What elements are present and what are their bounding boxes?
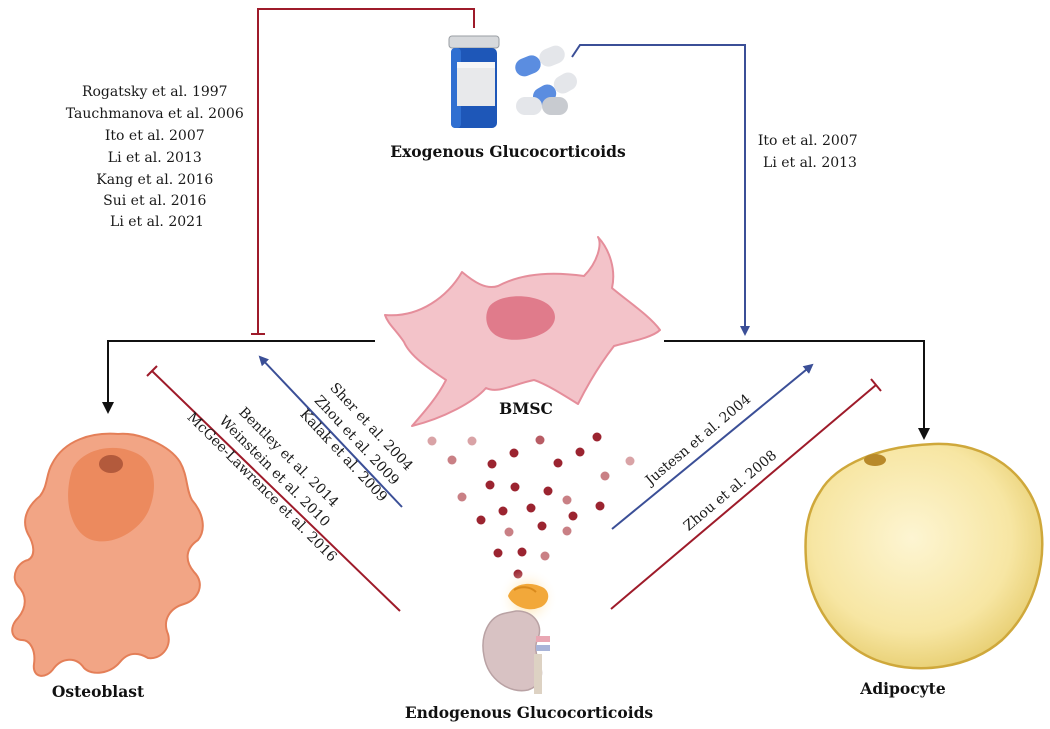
glucocorticoid-dot	[553, 458, 563, 468]
glucocorticoid-dot	[575, 447, 585, 457]
glucocorticoid-dot	[447, 455, 457, 465]
endo-promote-adipocyte-line	[611, 363, 814, 530]
glucocorticoid-dot	[517, 547, 527, 557]
endo-inhibit-osteoblast-line	[146, 365, 401, 612]
glucocorticoid-dot	[526, 503, 536, 513]
glucocorticoid-dot	[562, 526, 572, 536]
bmsc-label: BMSC	[499, 399, 553, 418]
glucocorticoid-dot	[568, 511, 578, 521]
endo-inhibit-osteoblast-references: Bentley et al. 2014 Weinstein et al. 201…	[184, 381, 368, 565]
osteoblast-cell-icon	[11, 432, 204, 677]
reference: Kang et al. 2016	[96, 172, 213, 188]
pill-bottle-icon	[448, 35, 500, 128]
glucocorticoid-dot	[537, 521, 547, 531]
glucocorticoid-dot	[535, 435, 545, 445]
adipocyte-cell-icon	[804, 442, 1044, 670]
reference: Sui et al. 2016	[103, 193, 206, 209]
endo-promote-osteoblast-line	[258, 355, 403, 508]
glucocorticoid-dot	[509, 448, 519, 458]
glucocorticoid-dot	[457, 492, 467, 502]
reference: Ito et al. 2007	[758, 133, 858, 149]
exo-adipocyte-references: Ito et al. 2007 Li et al. 2013	[758, 133, 862, 171]
endo-inhibit-adipocyte-line	[610, 378, 882, 610]
glucocorticoid-dot	[510, 482, 520, 492]
glucocorticoid-dot	[476, 515, 486, 525]
glucocorticoid-dot	[562, 495, 572, 505]
reference: Li et al. 2013	[763, 155, 857, 171]
glucocorticoid-dot	[543, 486, 553, 496]
reference: Ito et al. 2007	[105, 128, 205, 144]
bmsc-cell-icon	[384, 236, 661, 427]
glucocorticoid-dot	[485, 480, 495, 490]
exogenous-promote-line	[571, 44, 750, 336]
kidney-adrenal-icon	[482, 568, 558, 694]
glucocorticoid-dot	[493, 548, 503, 558]
reference: Rogatsky et al. 1997	[82, 84, 228, 100]
exogenous-inhibit-line	[251, 8, 475, 335]
glucocorticoid-dot	[504, 527, 514, 537]
capsule-icon	[515, 45, 577, 115]
exogenous-label: Exogenous Glucocorticoids	[390, 142, 626, 161]
bmsc-to-osteoblast-line	[102, 340, 375, 414]
glucocorticoid-dot	[625, 456, 635, 466]
reference: Tauchmanova et al. 2006	[66, 106, 244, 122]
bmsc-to-adipocyte-line	[664, 340, 930, 440]
reference: Li et al. 2021	[110, 214, 204, 230]
glucocorticoid-dot	[467, 436, 477, 446]
exo-osteoblast-references: Rogatsky et al. 1997 Tauchmanova et al. …	[66, 84, 248, 230]
glucocorticoid-dot	[540, 551, 550, 561]
glucocorticoid-dot	[427, 436, 437, 446]
adipocyte-label: Adipocyte	[859, 679, 946, 698]
glucocorticoid-dot	[487, 459, 497, 469]
glucocorticoid-dot	[498, 506, 508, 516]
glucocorticoid-dot	[595, 501, 605, 511]
glucocorticoid-particles	[427, 432, 635, 579]
reference: Li et al. 2013	[108, 150, 202, 166]
osteoblast-label: Osteoblast	[52, 682, 145, 701]
glucocorticoid-dot	[600, 471, 610, 481]
glucocorticoid-dot	[592, 432, 602, 442]
endogenous-label: Endogenous Glucocorticoids	[405, 703, 654, 722]
